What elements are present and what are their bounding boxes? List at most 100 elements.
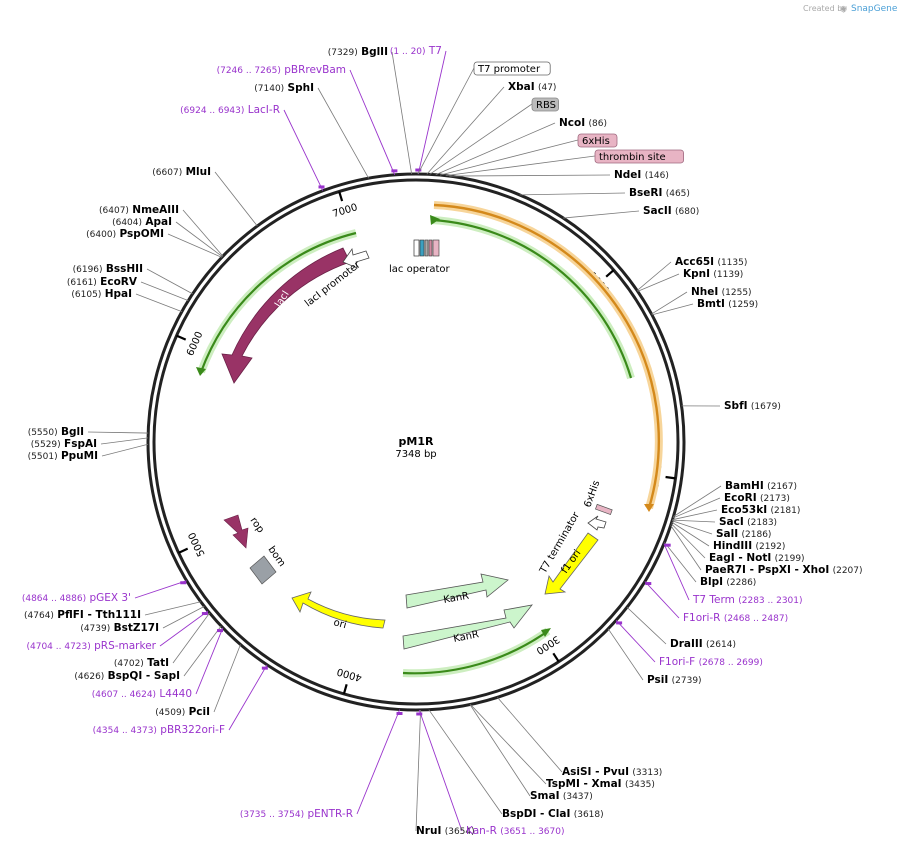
site-label-paer7i-pspxi-xhoi[interactable]: PaeR7I - PspXI - XhoI (2207) xyxy=(705,564,863,576)
label-position: (6105) xyxy=(71,290,101,300)
site-label-bspdi-clai[interactable]: BspDI - ClaI (3618) xyxy=(502,808,604,820)
label-position: (4626) xyxy=(74,672,104,682)
site-label-bseri[interactable]: BseRI (465) xyxy=(629,187,690,199)
site-label-ppumi[interactable]: (5501) PpuMI xyxy=(28,450,98,462)
site-label-tspmi-xmai[interactable]: TspMI - XmaI (3435) xyxy=(546,778,655,790)
site-label-acc65i[interactable]: Acc65I (1135) xyxy=(675,256,747,268)
primer-label-t7-term[interactable]: T7 Term (2283 .. 2301) xyxy=(692,594,803,606)
label-name: F1ori-R xyxy=(683,612,720,624)
site-label-saci[interactable]: SacI (2183) xyxy=(719,516,777,528)
feature-box-rbs[interactable] xyxy=(531,97,560,112)
site-label-apai[interactable]: (6404) ApaI xyxy=(112,216,172,228)
primer-label-pbrrevbam[interactable]: (7246 .. 7265) pBRrevBam xyxy=(217,64,346,76)
site-label-mlui[interactable]: (6607) MluI xyxy=(152,166,211,178)
site-leader-bmti xyxy=(651,303,694,316)
site-label-bstz17i[interactable]: (4739) BstZ17I xyxy=(80,622,159,634)
tick-label-7000: 7000 xyxy=(331,202,359,220)
label-name: PpuMI xyxy=(61,450,98,462)
primer-label-kan-r[interactable]: Kan-R (3651 .. 3670) xyxy=(466,825,565,837)
kanr-label-1: KanR xyxy=(443,591,470,606)
green-orf-1-arrowhead xyxy=(430,215,440,225)
site-label-sali[interactable]: SalI (2186) xyxy=(716,528,771,540)
site-leader-eagi-noti xyxy=(670,523,706,559)
primer-label-l4440[interactable]: (4607 .. 4624) L4440 xyxy=(92,688,192,700)
site-label-sbfi[interactable]: SbfI (1679) xyxy=(724,400,781,412)
kanr-arrow-2 xyxy=(402,604,533,650)
watermark-app-name: SnapGene xyxy=(851,4,898,14)
tick-5000 xyxy=(178,547,189,554)
site-label-ecorv[interactable]: (6161) EcoRV xyxy=(67,276,138,288)
label-name: PsiI xyxy=(647,674,668,686)
label-position: (4354 .. 4373) xyxy=(93,726,157,736)
site-label-pspomi[interactable]: (6400) PspOMI xyxy=(86,228,164,240)
site-label-eagi-noti[interactable]: EagI - NotI (2199) xyxy=(709,552,805,564)
laci-arrow xyxy=(221,247,351,384)
site-label-bspqi-sapi[interactable]: (4626) BspQI - SapI xyxy=(74,670,180,682)
site-label-bamhi[interactable]: BamHI (2167) xyxy=(725,480,797,492)
site-label-nrui[interactable]: NruI (3654) xyxy=(416,825,475,837)
bom-block xyxy=(249,555,277,585)
site-label-ncoi[interactable]: NcoI (86) xyxy=(559,117,607,129)
primer-leader-f1ori-r xyxy=(644,581,680,619)
label-position: (4607 .. 4624) xyxy=(92,690,156,700)
site-label-blpi[interactable]: BlpI (2286) xyxy=(700,576,756,588)
site-label-hpai[interactable]: (6105) HpaI xyxy=(71,288,132,300)
site-label-hindiii[interactable]: HindIII (2192) xyxy=(713,540,785,552)
site-label-tati[interactable]: (4702) TatI xyxy=(114,657,169,669)
primer-label-pentr-r[interactable]: (3735 .. 3754) pENTR-R xyxy=(240,808,353,820)
label-name: pENTR-R xyxy=(307,808,353,820)
site-label-asisi-pvui[interactable]: AsiSI - PvuI (3313) xyxy=(562,766,662,778)
site-label-nhei[interactable]: NheI (1255) xyxy=(691,286,752,298)
label-position: (3618) xyxy=(574,810,604,820)
green-orf-2-arrowhead xyxy=(196,367,206,376)
site-label-sphi[interactable]: (7140) SphI xyxy=(254,82,314,94)
primer-label-t7[interactable]: (1 .. 20) T7 xyxy=(390,45,442,57)
site-label-eco53ki[interactable]: Eco53kI (2181) xyxy=(721,504,800,516)
label-name: BstZ17I xyxy=(114,622,159,634)
ori-arrow xyxy=(291,591,386,629)
watermark-created-by: Created by xyxy=(803,4,847,13)
site-label-smai[interactable]: SmaI (3437) xyxy=(530,790,593,802)
primer-leader-pbr322ori-f xyxy=(228,664,268,731)
site-label-bsshii[interactable]: (6196) BssHII xyxy=(73,263,143,275)
label-position: (6607) xyxy=(152,168,182,178)
site-label-bgli[interactable]: (5550) BglI xyxy=(28,426,84,438)
site-label-ecori[interactable]: EcoRI (2173) xyxy=(724,492,790,504)
primer-label-f1ori-f[interactable]: F1ori-F (2678 .. 2699) xyxy=(659,656,763,668)
site-leader-xbai xyxy=(426,86,505,175)
primer-label-pgex-3[interactable]: (4864 .. 4886) pGEX 3' xyxy=(22,592,131,604)
primer-label-prs-marker[interactable]: (4704 .. 4723) pRS-marker xyxy=(26,640,156,652)
primer-site-marker-t7-term xyxy=(664,543,671,547)
site-label-nmeaiii[interactable]: (6407) NmeAIII xyxy=(99,204,179,216)
site-label-xbai[interactable]: XbaI (47) xyxy=(508,81,556,93)
site-leader-psii xyxy=(607,628,644,681)
site-label-psii[interactable]: PsiI (2739) xyxy=(647,674,702,686)
site-label-kpni[interactable]: KpnI (1139) xyxy=(683,268,743,280)
site-label-pcii[interactable]: (4509) PciI xyxy=(155,706,210,718)
feature-leader-6xhis xyxy=(439,139,579,176)
site-label-bmti[interactable]: BmtI (1259) xyxy=(697,298,758,310)
label-name: BmtI xyxy=(697,298,725,310)
site-label-bglii[interactable]: (7329) BglII xyxy=(328,46,388,58)
feature-leader-rbs xyxy=(429,103,533,175)
label-name: NheI xyxy=(691,286,718,298)
site-label-draiii[interactable]: DraIII (2614) xyxy=(670,638,736,650)
site-leader-bspdi-clai xyxy=(428,709,503,815)
site-label-pflfi-tth111i[interactable]: (4764) PflFI - Tth111I xyxy=(24,609,141,621)
site-label-ndei[interactable]: NdeI (146) xyxy=(614,169,669,181)
site-label-fspai[interactable]: (5529) FspAI xyxy=(31,438,97,450)
plasmid-name: pM1R xyxy=(399,435,434,448)
primer-label-laci-r[interactable]: (6924 .. 6943) LacI-R xyxy=(180,104,280,116)
primer-label-f1ori-r[interactable]: F1ori-R (2468 .. 2487) xyxy=(683,612,788,624)
label-name: NmeAIII xyxy=(132,204,179,216)
label-name: EcoRI xyxy=(724,492,757,504)
site-label-sacii[interactable]: SacII (680) xyxy=(643,205,699,217)
feature-box-t7-promoter[interactable] xyxy=(473,61,551,76)
feature-box-thrombin-site[interactable] xyxy=(594,149,684,164)
site-leader-bamhi xyxy=(673,485,722,517)
site-leader-mlui xyxy=(214,171,258,227)
label-name: HpaI xyxy=(105,288,132,300)
site-leader-saci xyxy=(672,519,716,523)
primer-label-pbr322ori-f[interactable]: (4354 .. 4373) pBR322ori-F xyxy=(93,724,225,736)
feature-box-6xhis[interactable] xyxy=(577,133,618,148)
